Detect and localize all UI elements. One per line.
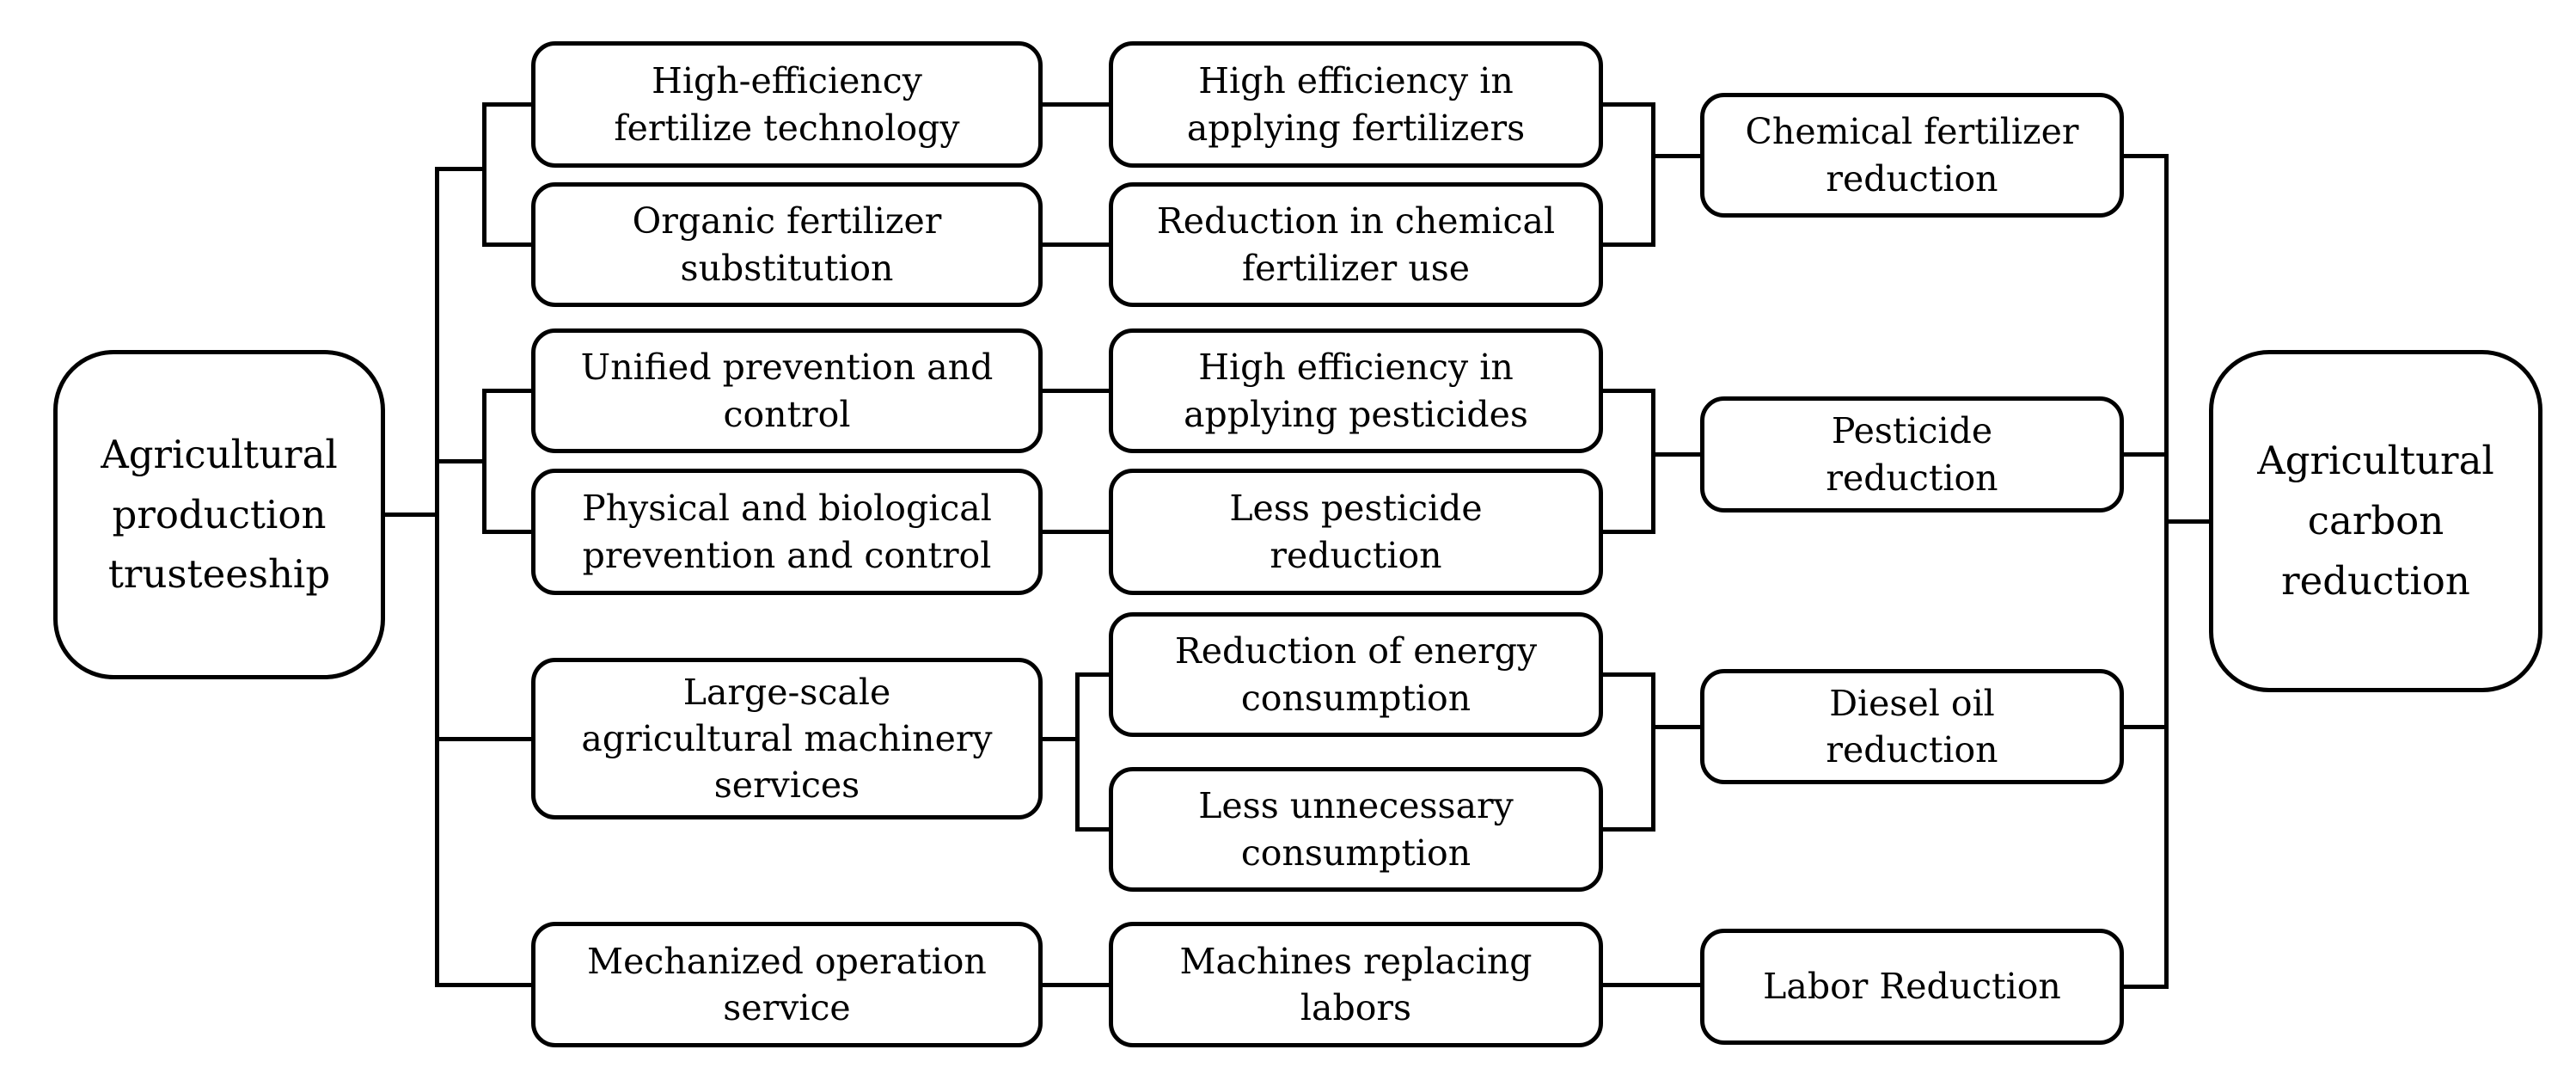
flow-node-reduction-in-chemical-fertilizer-use: Reduction in chemical fertilizer use: [1109, 182, 1603, 307]
flow-node-high-efficiency-fertilize-technology: High-efficiency fertilize technology: [531, 41, 1043, 168]
flow-node-agricultural-production-trusteeship: Agricultural production trusteeship: [53, 350, 385, 679]
connector-group1-bracket: [481, 101, 486, 247]
connector-diesel-stub-top: [1600, 672, 1655, 677]
connector-machinery-stub-top: [1074, 672, 1111, 677]
connector-mid-link-row2b: [1040, 529, 1111, 534]
connector-pest-bracket: [1650, 388, 1655, 534]
connector-fert-bracket: [1650, 101, 1655, 247]
connector-group2-bracket: [481, 388, 486, 534]
connector-group1-feed: [434, 166, 486, 171]
flow-node-pesticide-reduction: Pesticide reduction: [1700, 396, 2124, 513]
flow-node-mechanized-operation-service: Mechanized operation service: [531, 922, 1043, 1047]
connector-diesel-bracket: [1650, 672, 1655, 832]
flow-node-high-efficiency-in-applying-fertilizers: High efficiency in applying fertilizers: [1109, 41, 1603, 168]
connector-machinery-bracket: [1074, 672, 1080, 832]
flow-node-large-scale-agricultural-machinery-services: Large-scale agricultural machinery servi…: [531, 658, 1043, 819]
connector-group1-stub-bottom: [481, 242, 534, 247]
connector-mid-link-row4: [1040, 982, 1111, 987]
flow-node-reduction-of-energy-consumption: Reduction of energy consumption: [1109, 612, 1603, 737]
flow-node-diesel-oil-reduction: Diesel oil reduction: [1700, 669, 2124, 784]
connector-group2-stub-top: [481, 388, 534, 393]
connector-machinery-stub: [1040, 736, 1080, 741]
connector-mid-link-row1a: [1040, 101, 1111, 107]
connector-trunk-stub-row2: [2121, 451, 2169, 457]
connector-mid-link-row2a: [1040, 388, 1111, 393]
flow-node-machines-replacing-labors: Machines replacing labors: [1109, 922, 1603, 1047]
connector-pest-stub-bottom: [1600, 529, 1655, 534]
connector-sink-feed: [2163, 519, 2212, 524]
flow-node-high-efficiency-in-applying-pesticides: High efficiency in applying pesticides: [1109, 328, 1603, 453]
connector-labor-link: [1600, 982, 1703, 987]
connector-trunk-stub-row4: [2121, 984, 2169, 989]
flow-node-organic-fertilizer-substitution: Organic fertilizer substitution: [531, 182, 1043, 307]
flow-node-unified-prevention-and-control: Unified prevention and control: [531, 328, 1043, 453]
connector-machinery-stub-bottom: [1074, 826, 1111, 832]
connector-fert-feed: [1650, 153, 1703, 158]
connector-row4-stub: [434, 982, 534, 987]
connector-group2-stub-bottom: [481, 529, 534, 534]
flow-node-labor-reduction: Labor Reduction: [1700, 929, 2124, 1045]
connector-fert-stub-top: [1600, 101, 1655, 107]
flow-node-chemical-fertilizer-reduction: Chemical fertilizer reduction: [1700, 93, 2124, 218]
connector-pest-stub-top: [1600, 388, 1655, 393]
flow-node-less-unnecessary-consumption: Less unnecessary consumption: [1109, 767, 1603, 892]
connector-diesel-feed: [1650, 724, 1703, 729]
connector-trunk-stub-row3: [2121, 724, 2169, 729]
flow-node-less-pesticide-reduction: Less pesticide reduction: [1109, 469, 1603, 595]
connector-root-stub: [382, 512, 439, 517]
connector-row3-stub: [434, 736, 534, 741]
connector-diesel-stub-bottom: [1600, 826, 1655, 832]
connector-trunk-stub-row1: [2121, 153, 2169, 158]
connector-group2-feed: [434, 458, 486, 463]
connector-mid-link-row1b: [1040, 242, 1111, 247]
connector-group1-stub-top: [481, 101, 534, 107]
flow-node-physical-and-biological-prevention-and-control: Physical and biological prevention and c…: [531, 469, 1043, 595]
flow-node-agricultural-carbon-reduction: Agricultural carbon reduction: [2209, 350, 2542, 692]
connector-fert-stub-bottom: [1600, 242, 1655, 247]
connector-collector-trunk: [2163, 153, 2169, 989]
connector-pest-feed: [1650, 451, 1703, 457]
connector-main-distributor: [434, 166, 439, 987]
